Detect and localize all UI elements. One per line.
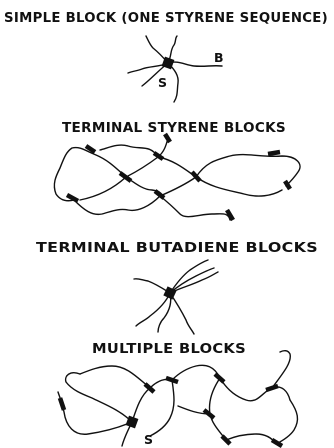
multiblock-network [58,351,297,446]
butadiene-star [134,260,218,334]
styrene-label: S [144,432,153,447]
styrene-network [54,134,300,220]
panel-terminal-butadiene: TERMINAL BUTADIENE BLOCKS [36,241,318,334]
panel-multiple-blocks: MULTIPLE BLOCKS S [58,342,297,447]
panel-terminal-styrene: TERMINAL STYRENE BLOCKS [54,121,300,220]
panel-heading: MULTIPLE BLOCKS [92,342,246,357]
panel-simple-block: SIMPLE BLOCK (ONE STYRENE SEQUENCE) S B [4,11,328,102]
panel-heading: TERMINAL STYRENE BLOCKS [62,121,286,136]
panel-heading: TERMINAL BUTADIENE BLOCKS [36,241,318,256]
panel-heading: SIMPLE BLOCK (ONE STYRENE SEQUENCE) [4,11,328,26]
styrene-label: S [158,75,167,90]
butadiene-label: B [214,50,224,65]
star-molecule [128,36,222,102]
